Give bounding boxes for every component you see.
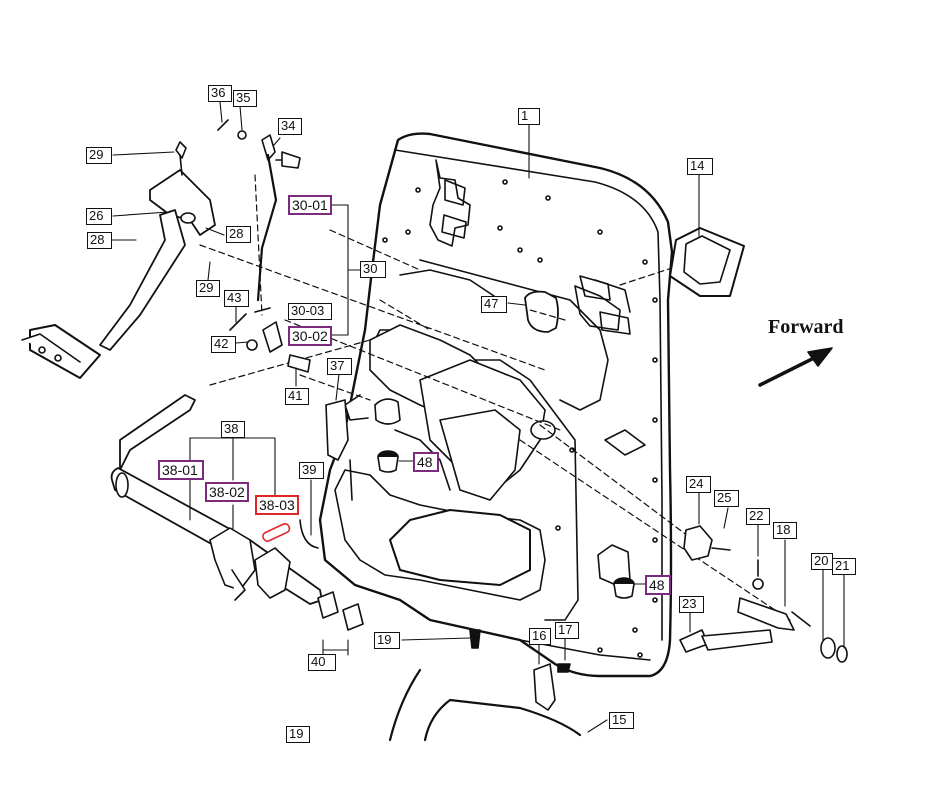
stopper-pads (377, 450, 635, 599)
callout-21[interactable]: 21 (832, 558, 856, 575)
callout-16[interactable]: 16 (529, 628, 551, 645)
brake-rod (217, 119, 311, 373)
callout-19[interactable]: 19 (374, 632, 400, 649)
callout-30-02[interactable]: 30-02 (288, 326, 332, 346)
callout-24[interactable]: 24 (686, 476, 711, 493)
leader-lines (111, 101, 845, 733)
forward-arrow-shaft (758, 353, 822, 387)
callout-23[interactable]: 23 (679, 596, 704, 613)
forward-label: Forward (768, 316, 844, 338)
callout-28a[interactable]: 28 (87, 232, 112, 249)
callout-38-03[interactable]: 38-03 (255, 495, 299, 515)
callout-14[interactable]: 14 (687, 158, 713, 175)
callout-37[interactable]: 37 (327, 358, 352, 375)
callout-26[interactable]: 26 (86, 208, 112, 225)
forward-arrow-head (807, 347, 833, 367)
callout-28b[interactable]: 28 (226, 226, 251, 243)
callout-48b[interactable]: 48 (645, 575, 671, 595)
callout-17[interactable]: 17 (555, 622, 579, 639)
callout-34[interactable]: 34 (278, 118, 302, 135)
callout-30-03[interactable]: 30-03 (288, 303, 332, 320)
callout-42[interactable]: 42 (211, 336, 236, 353)
pedal-mechanism (344, 324, 556, 501)
callout-1[interactable]: 1 (518, 108, 540, 125)
rubber-pad (524, 290, 559, 333)
callout-47[interactable]: 47 (481, 296, 507, 313)
callout-20[interactable]: 20 (811, 553, 833, 570)
callout-35[interactable]: 35 (233, 90, 257, 107)
callout-25[interactable]: 25 (714, 490, 739, 507)
callout-15[interactable]: 15 (609, 712, 634, 729)
callout-38-02[interactable]: 38-02 (205, 482, 249, 502)
callout-30[interactable]: 30 (360, 261, 386, 278)
brake-pedal (21, 141, 216, 379)
right-side-parts (469, 227, 848, 711)
callout-29a[interactable]: 29 (86, 147, 112, 164)
lower-panel (388, 668, 582, 742)
callout-38-01[interactable]: 38-01 (158, 460, 204, 480)
callout-19b[interactable]: 19 (286, 726, 310, 743)
callout-30-01[interactable]: 30-01 (288, 195, 332, 215)
callout-38[interactable]: 38 (221, 421, 245, 438)
callout-48a[interactable]: 48 (413, 452, 439, 472)
callout-39[interactable]: 39 (299, 462, 324, 479)
callout-29b[interactable]: 29 (196, 280, 220, 297)
pedal-shaft (110, 394, 364, 631)
callout-43[interactable]: 43 (224, 290, 249, 307)
callout-40[interactable]: 40 (308, 654, 336, 671)
callout-36[interactable]: 36 (208, 85, 232, 102)
guard-bracket (325, 399, 349, 461)
callout-41[interactable]: 41 (285, 388, 309, 405)
callout-22[interactable]: 22 (746, 508, 770, 525)
callout-18[interactable]: 18 (773, 522, 797, 539)
